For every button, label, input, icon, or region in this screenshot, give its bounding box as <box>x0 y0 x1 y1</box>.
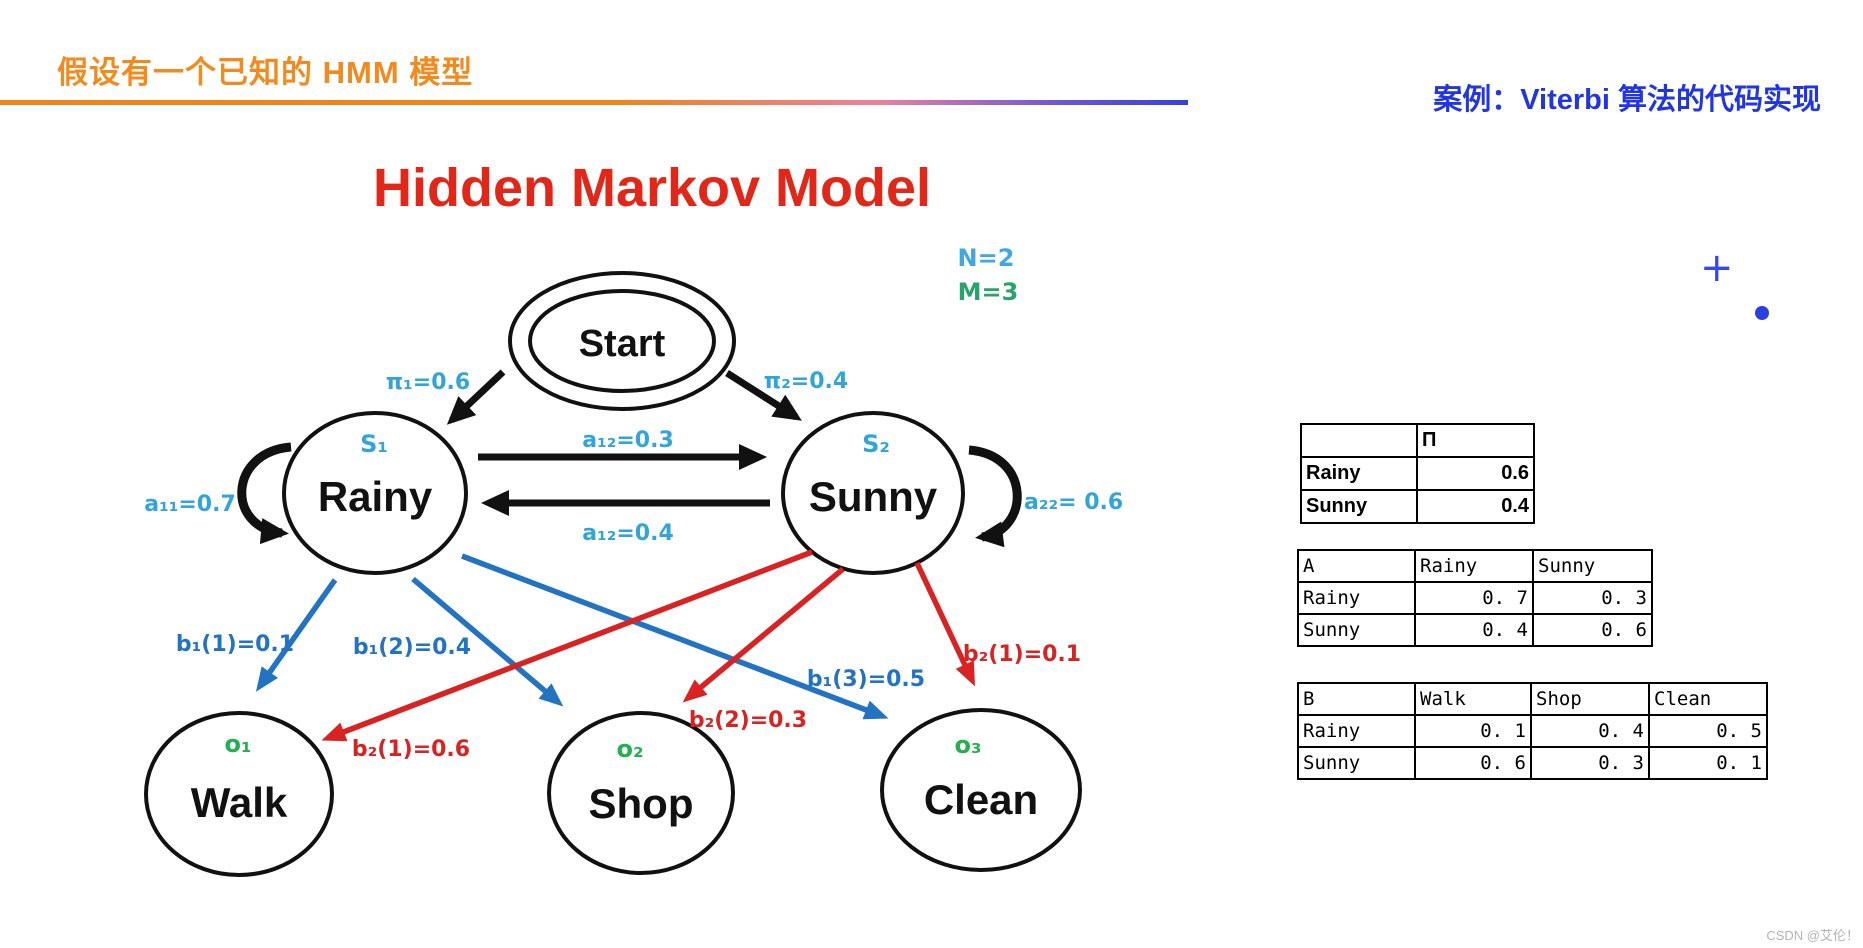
col-header: Rainy <box>1414 549 1534 583</box>
table-row: Sunny 0. 4 0. 6 <box>1297 613 1653 647</box>
transition-arrows <box>237 369 1022 548</box>
row-header: Rainy <box>1297 714 1416 748</box>
col-header: Π <box>1416 423 1535 458</box>
shop-node <box>547 711 735 875</box>
cell: 0. 3 <box>1532 581 1653 615</box>
b11-label: b₁(1)=0.1 <box>176 632 294 657</box>
table-header-row: B Walk Shop Clean <box>1297 682 1768 716</box>
col-header: A <box>1297 549 1416 583</box>
cell: 0. 4 <box>1414 613 1534 647</box>
dot-annotation <box>1755 306 1769 320</box>
sunny-emission-arrows <box>321 549 975 742</box>
arrow-rainy-to-shop <box>411 576 564 707</box>
arrow-rainy-to-clean <box>461 553 889 720</box>
cell: 0. 6 <box>1532 613 1653 647</box>
transition-table: A Rainy Sunny Rainy 0. 7 0. 3 Sunny 0. 4… <box>1297 549 1653 647</box>
row-header: Sunny <box>1300 489 1418 524</box>
cell: 0. 5 <box>1648 714 1768 748</box>
shop-node-label: Shop <box>589 780 694 827</box>
b13-label: b₁(3)=0.5 <box>807 667 925 692</box>
start-node-inner <box>528 289 716 393</box>
table-row: Rainy 0. 7 0. 3 <box>1297 581 1653 615</box>
pi2-label: π₂=0.4 <box>764 369 848 394</box>
col-header: B <box>1297 682 1416 716</box>
arrow-start-to-rainy <box>446 369 506 425</box>
b21-walk-label: b₂(1)=0.6 <box>352 737 470 762</box>
cell: 0. 1 <box>1648 746 1768 780</box>
sunny-node-label: Sunny <box>809 473 938 520</box>
rainy-node-label: Rainy <box>318 473 433 520</box>
param-n-label: N=2 <box>958 244 1015 272</box>
param-m-label: M=3 <box>958 278 1019 306</box>
o1-id-label: o₁ <box>225 730 252 758</box>
row-header: Rainy <box>1297 581 1416 615</box>
cell: 0. 4 <box>1530 714 1650 748</box>
o3-id-label: o₃ <box>955 731 982 759</box>
rainy-node <box>282 411 468 575</box>
arrow-sunny-to-walk <box>321 549 813 742</box>
arrow-sunny-to-shop <box>682 566 845 703</box>
cell: 0. 6 <box>1414 746 1532 780</box>
row-header: Sunny <box>1297 746 1416 780</box>
table-header-row: A Rainy Sunny <box>1297 549 1653 583</box>
watermark: CSDN @艾伦！ <box>1766 928 1859 943</box>
diagram-title: Hidden Markov Model <box>373 158 931 218</box>
s1-id-label: S₁ <box>360 430 388 458</box>
case-title: 案例：Viterbi 算法的代码实现 <box>1433 84 1821 116</box>
col-header <box>1300 423 1418 458</box>
sunny-self-loop <box>968 445 1022 548</box>
cell: 0.4 <box>1416 489 1535 524</box>
sunny-node <box>781 411 965 575</box>
table-header-row: Π <box>1300 423 1535 458</box>
a12-label: a₁₂=0.3 <box>582 428 674 453</box>
arrow-sunny-to-clean <box>914 561 975 687</box>
col-header: Sunny <box>1532 549 1653 583</box>
cell: 0. 3 <box>1530 746 1650 780</box>
plus-annotation: + <box>1700 245 1734 291</box>
cell: 0. 1 <box>1414 714 1532 748</box>
col-header: Shop <box>1530 682 1650 716</box>
row-header: Rainy <box>1300 456 1418 491</box>
clean-node <box>880 708 1082 872</box>
col-header: Clean <box>1648 682 1768 716</box>
s2-id-label: S₂ <box>862 430 890 458</box>
o2-id-label: o₂ <box>617 735 644 763</box>
page-title: 假设有一个已知的 HMM 模型 <box>57 55 474 90</box>
walk-node-label: Walk <box>191 779 288 826</box>
b21-clean-label: b₂(1)=0.1 <box>963 642 1081 667</box>
b22-label: b₂(2)=0.3 <box>689 708 807 733</box>
pi1-label: π₁=0.6 <box>386 370 470 395</box>
table-row: Rainy 0. 1 0. 4 0. 5 <box>1297 714 1768 748</box>
rainy-self-loop <box>237 442 292 545</box>
b12-label: b₁(2)=0.4 <box>353 635 471 660</box>
cell: 0.6 <box>1416 456 1535 491</box>
a21-label: a₁₂=0.4 <box>582 521 674 546</box>
clean-node-label: Clean <box>924 776 1038 823</box>
hmm-diagram: Hidden Markov Model N=2 M=3 <box>144 158 1123 877</box>
title-underline <box>0 100 1188 105</box>
cell: 0. 7 <box>1414 581 1534 615</box>
table-row: Sunny 0.4 <box>1300 489 1535 524</box>
rainy-emission-arrows <box>255 553 889 720</box>
col-header: Walk <box>1414 682 1532 716</box>
arrow-rainy-to-walk <box>255 578 338 692</box>
emission-table: B Walk Shop Clean Rainy 0. 1 0. 4 0. 5 S… <box>1297 682 1768 780</box>
table-row: Rainy 0.6 <box>1300 456 1535 491</box>
walk-node <box>144 711 334 877</box>
pi-table: Π Rainy 0.6 Sunny 0.4 <box>1300 423 1535 524</box>
arrow-start-to-sunny <box>725 370 802 421</box>
a22-label: a₂₂= 0.6 <box>1024 490 1123 515</box>
row-header: Sunny <box>1297 613 1416 647</box>
start-node-label: Start <box>579 323 666 365</box>
a11-label: a₁₁=0.7 <box>144 492 236 517</box>
table-row: Sunny 0. 6 0. 3 0. 1 <box>1297 746 1768 780</box>
